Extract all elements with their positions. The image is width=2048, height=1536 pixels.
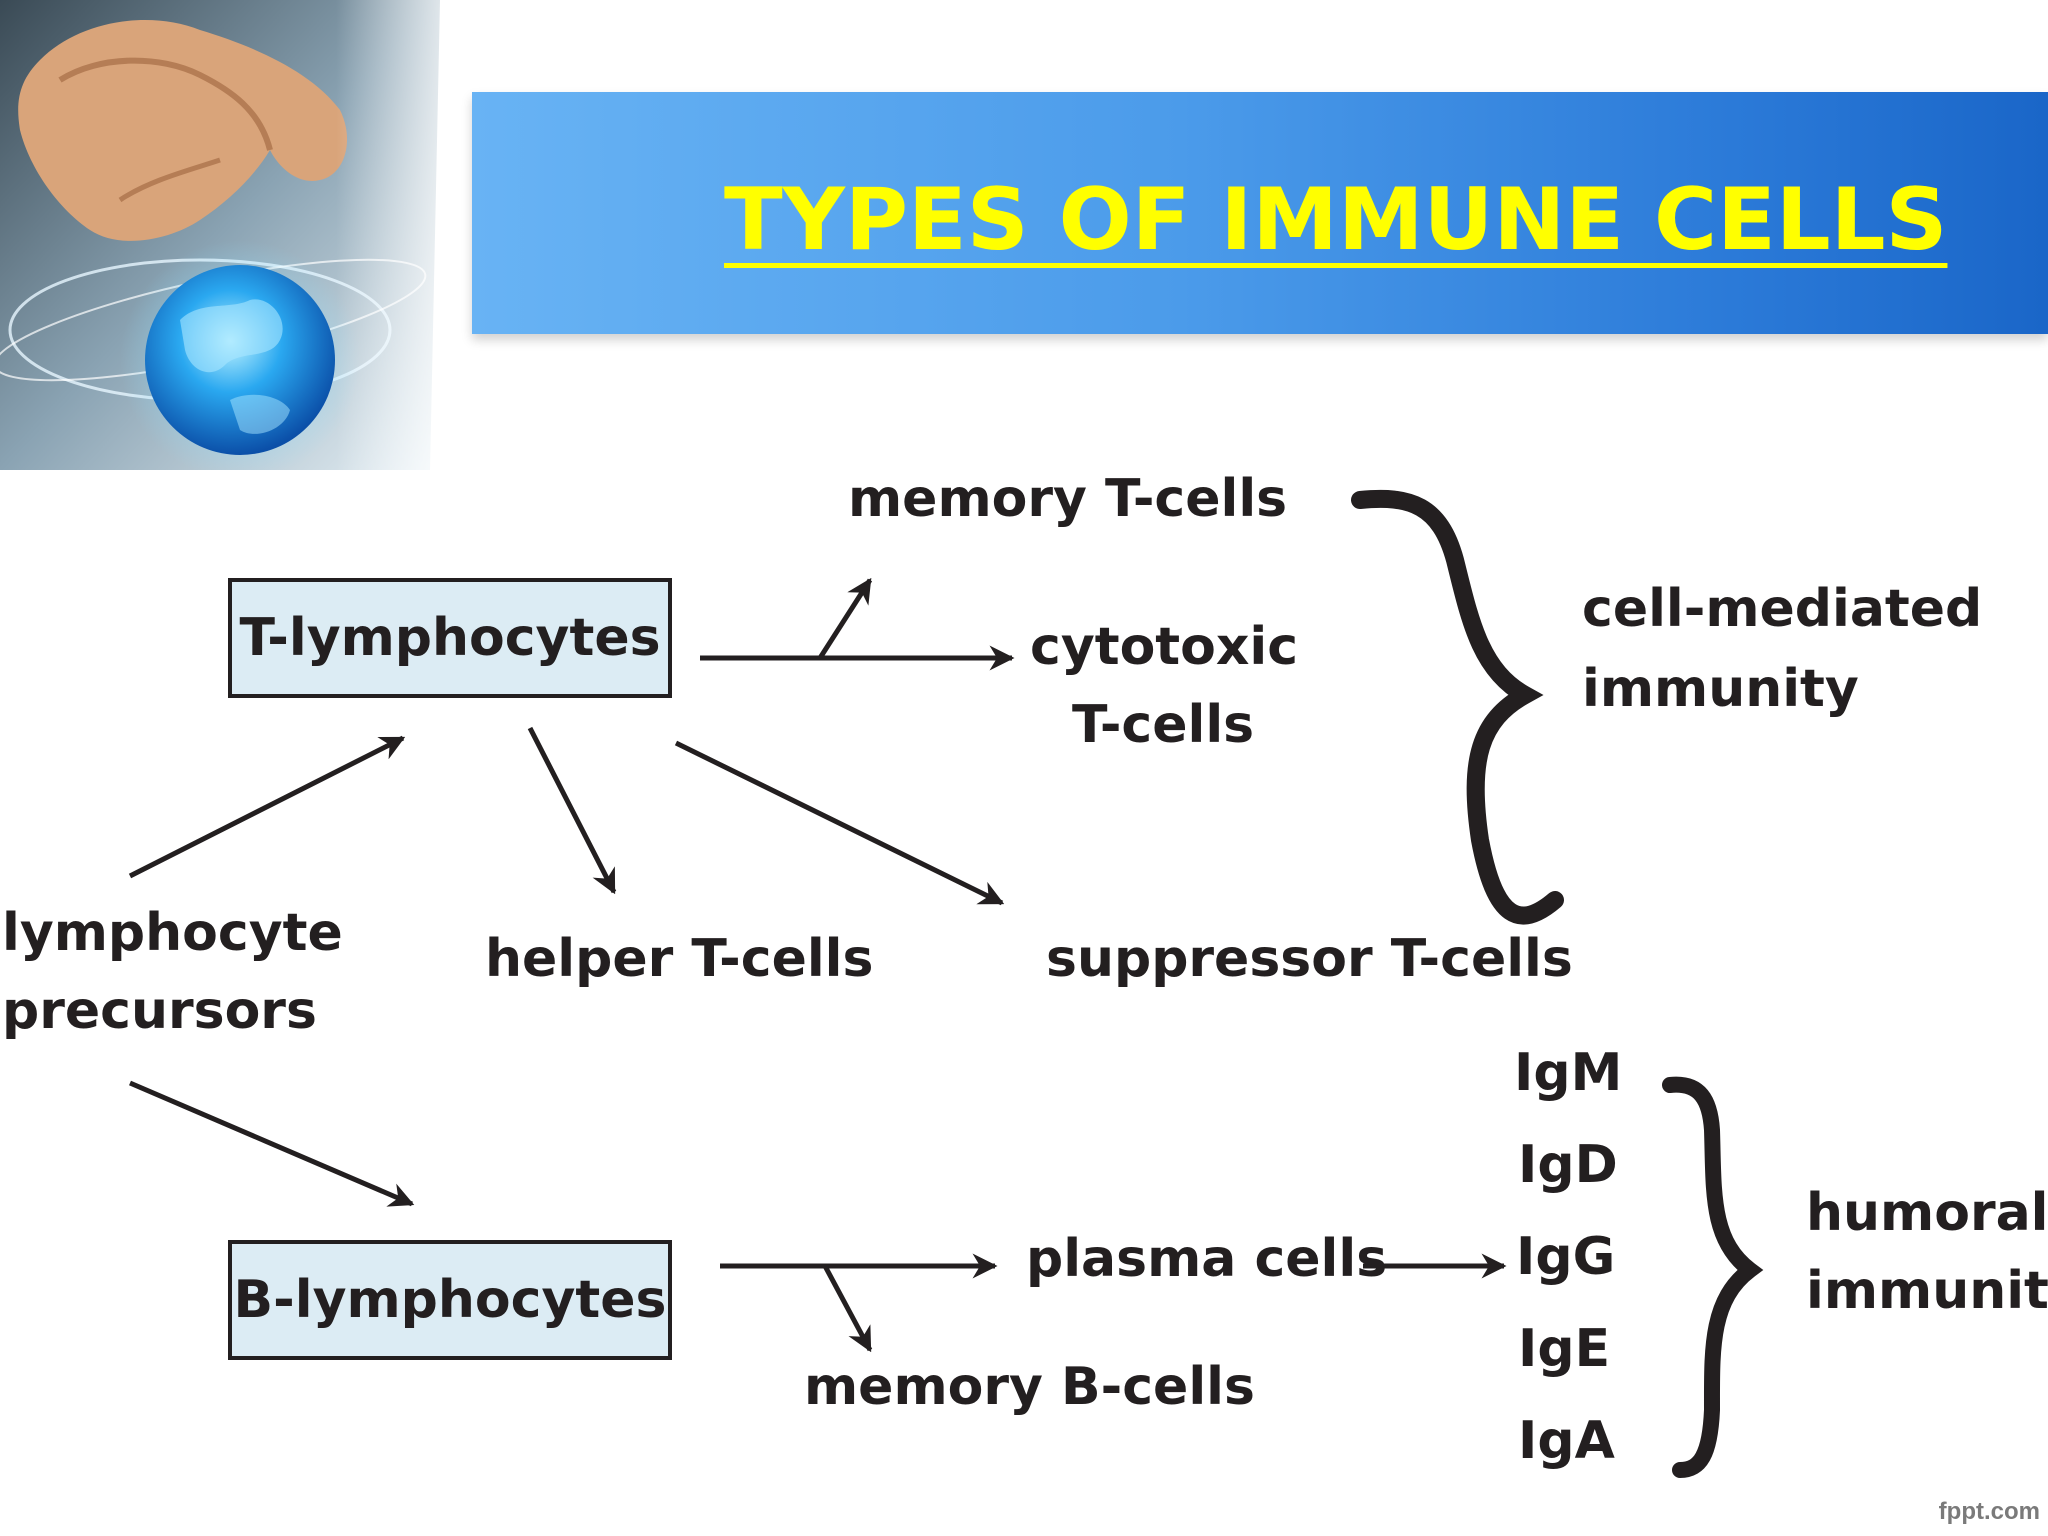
antibody-igm: IgM [1514, 1043, 1623, 1103]
plasma-cells-label: plasma cells [1026, 1229, 1388, 1289]
memory-b-cells-label: memory B-cells [804, 1357, 1255, 1417]
t-lymphocytes-label: T-lymphocytes [239, 607, 661, 668]
arrow-t-to-helper [527, 726, 617, 895]
arrow-t-to-memory [817, 577, 873, 660]
slide-title: TYPES OF IMMUNE CELLS [724, 170, 1948, 270]
cytotoxic-label-line1: cytotoxic [1030, 617, 1299, 677]
t-lymphocytes-box: T-lymphocytes [228, 578, 672, 698]
source-label-line1: lymphocyte [2, 903, 343, 963]
b-lymphocytes-box: B-lymphocytes [228, 1240, 672, 1360]
humoral-label-line2: immunity [1806, 1261, 2048, 1321]
arrow-precursors-to-t [128, 735, 406, 879]
humoral-label-line1: humoral [1806, 1183, 2048, 1243]
immune-cells-diagram: T-lymphocytes B-lymphocytes lymphocyte p… [0, 470, 2048, 1536]
arrow-precursors-to-b [129, 1080, 415, 1207]
diagram-arrows [128, 489, 1764, 1478]
helper-t-cells-label: helper T-cells [485, 929, 874, 989]
arrow-b-to-memory [822, 1264, 873, 1353]
antibody-igd: IgD [1518, 1135, 1618, 1195]
source-label-line2: precursors [2, 981, 317, 1041]
title-banner [472, 92, 2048, 334]
arrow-t-to-suppressor [674, 740, 1005, 906]
cell-mediated-label-line1: cell-mediated [1582, 579, 1983, 639]
hand-globe-image [0, 0, 480, 470]
brace-cell-mediated [1351, 489, 1564, 925]
brace-humoral [1662, 1076, 1764, 1478]
b-lymphocytes-label: B-lymphocytes [233, 1269, 667, 1330]
antibody-iga: IgA [1518, 1411, 1615, 1471]
antibody-ige: IgE [1518, 1319, 1611, 1379]
cytotoxic-label-line2: T-cells [1072, 695, 1255, 755]
antibody-igg: IgG [1516, 1227, 1616, 1287]
memory-t-cells-label: memory T-cells [848, 469, 1288, 529]
footer-credit: fppt.com [1938, 1498, 2040, 1525]
cell-mediated-label-line2: immunity [1582, 659, 1859, 719]
suppressor-t-cells-label: suppressor T-cells [1046, 929, 1573, 989]
